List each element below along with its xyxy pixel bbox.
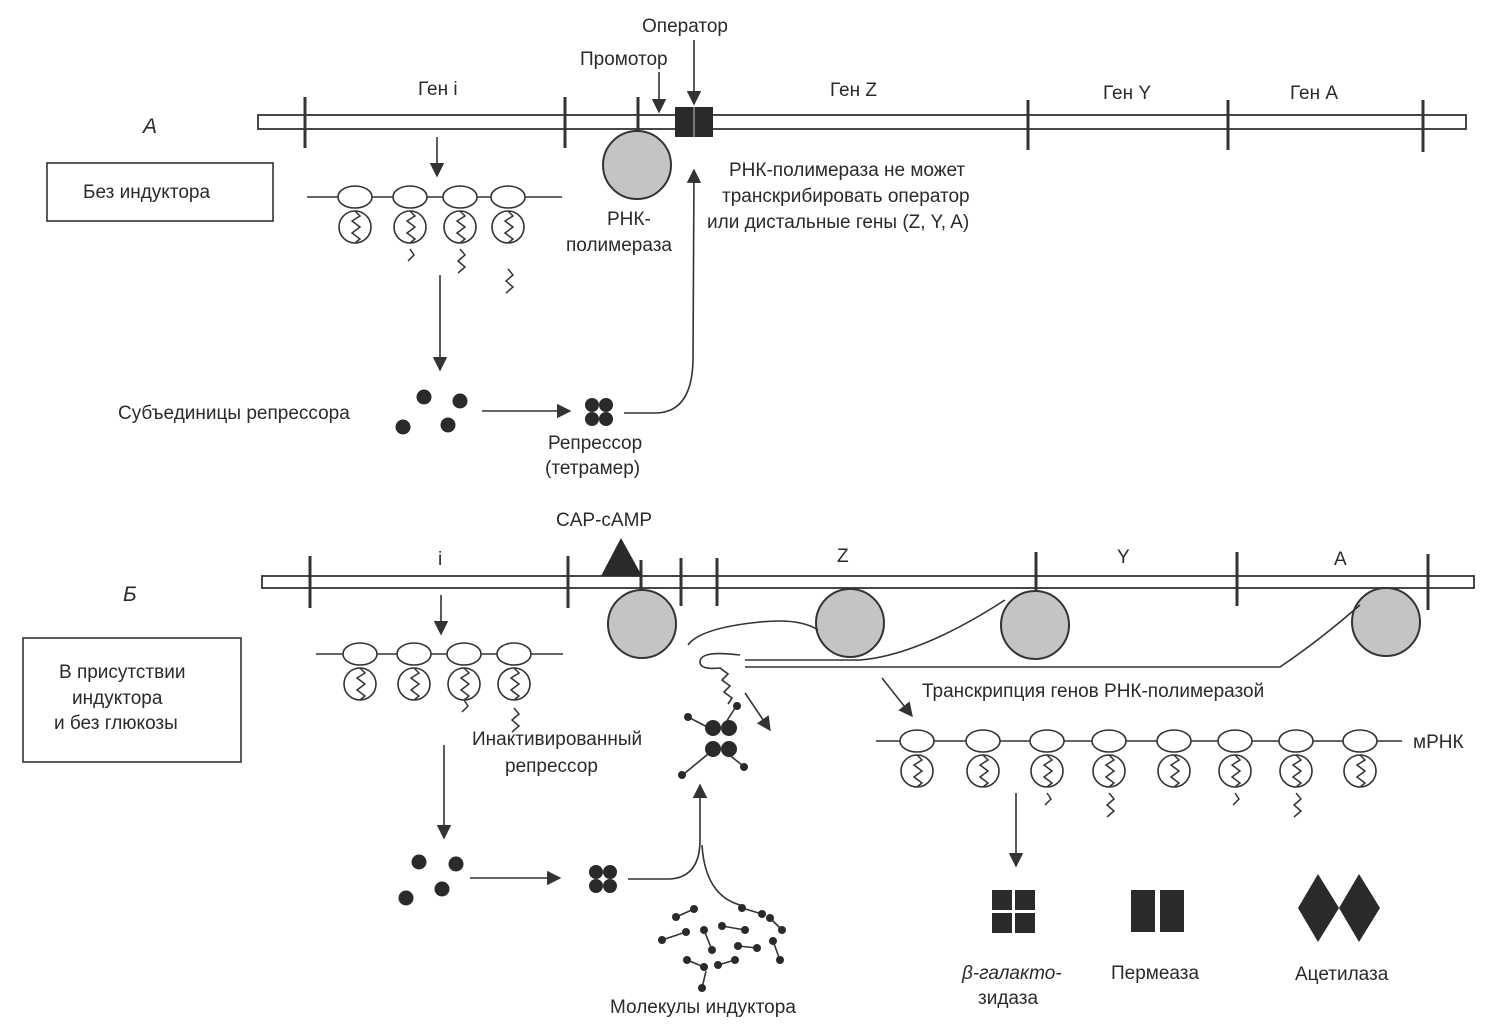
condition-b-line-2: индуктора [72,688,163,709]
ribosomes-b [342,642,532,733]
panel-b-letter: Б [123,583,137,606]
inducer-label: Молекулы индуктора [610,997,796,1018]
gene-a-label-b: A [1334,549,1347,570]
condition-box-b [22,637,242,763]
repressor-label-1: Репрессор [548,433,642,454]
subunits-label: Субъединицы репрессора [118,403,350,424]
acetylase-shape [1298,874,1380,942]
note-line-1: РНК-полимераза не может [729,160,965,181]
dna-strand-a [257,114,1467,130]
note-line-3: или дистальные гены (Z, Y, A) [707,212,969,233]
permease-shape [1131,890,1184,932]
rnap-label-2: полимераза [566,235,672,256]
inactivated-repressor [678,702,748,779]
inactivated-label-2: репрессор [505,756,598,777]
gene-i-label: Ген i [418,79,458,100]
gene-y-label: Ген Y [1103,83,1151,104]
inducer-molecules [661,907,783,989]
ribosomes-lac [899,729,1378,818]
nascent-transcripts [687,599,1361,705]
note-line-2: транскрибировать оператор [722,186,970,207]
panel-b: Б CAP-cAMP i Z Y A [22,510,1475,1018]
cap-camp-label: CAP-cAMP [556,510,652,531]
permease-label: Пермеаза [1111,963,1199,984]
repressor-subunits-a [395,389,468,435]
mrna-label: мРНК [1413,732,1464,753]
condition-label-a: Без индуктора [83,182,210,203]
repressor-tetramer-b [589,865,617,893]
panel-a-letter: А [141,115,157,138]
acetylase-label: Ацетилаза [1295,964,1389,985]
panel-a: А Ген i Ген Z Ген Y Ген A Оператор Промо… [46,16,1467,479]
galactosidase-label-1: β-галакто- [961,963,1062,984]
transcription-label: Транскрипция генов РНК-полимеразой [922,681,1264,702]
galactosidase-label-2: зидаза [978,988,1038,1009]
gene-y-label-b: Y [1117,547,1130,568]
rna-polymerase-a [602,130,672,200]
cap-camp-triangle [601,538,642,576]
inactivated-label-1: Инактивированный [472,729,642,750]
gene-boundaries-a [303,97,1425,152]
rna-polymerases-b [607,587,1421,660]
beta-galactosidase-shape [992,890,1035,933]
repressor-label-2: (тетрамер) [545,458,640,479]
condition-b-line-1: В присутствии [59,662,185,683]
gene-z-label-b: Z [837,546,849,567]
dna-strand-b [261,575,1475,589]
gene-z-label: Ген Z [830,80,877,101]
condition-b-line-3: и без глюкозы [54,713,178,734]
gene-i-label-b: i [438,549,442,570]
repressor-subunits-b [398,854,464,906]
rnap-label-1: РНК- [607,209,651,230]
condition-box-a [46,162,274,222]
gene-a-label: Ген A [1290,83,1338,104]
ribosomes-a [337,185,526,294]
promoter-label: Промотор [580,49,668,70]
operator-label: Оператор [642,16,728,37]
repressor-tetramer-a [585,398,613,426]
